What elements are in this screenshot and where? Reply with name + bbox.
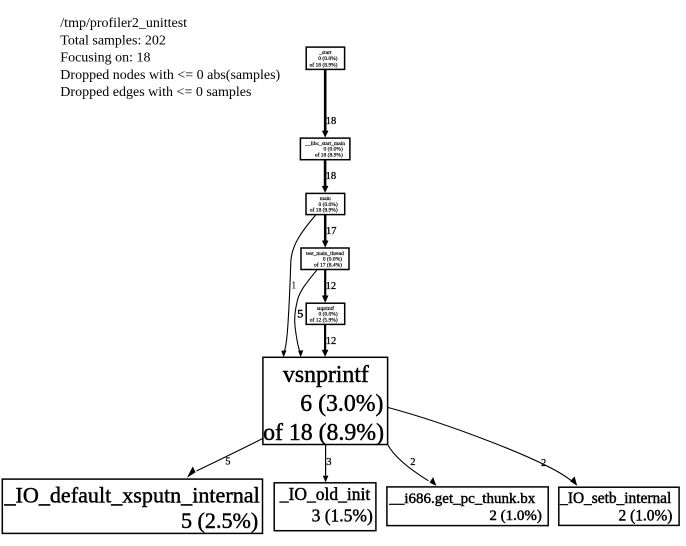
svg-text:0 (0.0%): 0 (0.0%) [318, 55, 337, 62]
svg-text:Dropped edges with <= 0 sample: Dropped edges with <= 0 samples [60, 85, 251, 100]
svg-text:of 17 (8.4%): of 17 (8.4%) [314, 261, 342, 268]
svg-text:12: 12 [326, 281, 337, 292]
svg-text:2 (1.0%): 2 (1.0%) [489, 508, 542, 524]
svg-text:1: 1 [291, 281, 296, 292]
svg-text:snprintf: snprintf [317, 305, 334, 312]
svg-text:of 18 (8.9%): of 18 (8.9%) [310, 61, 338, 68]
svg-text:vsnprintf: vsnprintf [283, 362, 369, 388]
svg-text:0 (0.0%): 0 (0.0%) [324, 146, 343, 153]
svg-text:3: 3 [326, 457, 331, 468]
svg-text:12: 12 [326, 336, 337, 347]
svg-text:of 12 (5.9%): of 12 (5.9%) [310, 316, 338, 323]
svg-text:5 (2.5%): 5 (2.5%) [181, 508, 258, 533]
svg-text:of 18 (8.9%): of 18 (8.9%) [310, 207, 338, 214]
svg-text:6 (3.0%): 6 (3.0%) [300, 391, 383, 417]
svg-text:_IO_default_xsputn_internal: _IO_default_xsputn_internal [3, 483, 259, 508]
svg-text:of 18 (8.9%): of 18 (8.9%) [263, 420, 384, 446]
svg-text:18: 18 [326, 171, 337, 182]
svg-text:0 (0.0%): 0 (0.0%) [323, 256, 342, 263]
svg-text:18: 18 [326, 116, 337, 127]
svg-text:0 (0.0%): 0 (0.0%) [318, 201, 337, 208]
svg-text:Focusing on: 18: Focusing on: 18 [60, 51, 150, 66]
svg-text:0 (0.0%): 0 (0.0%) [318, 311, 337, 318]
svg-text:Total samples: 202: Total samples: 202 [60, 34, 166, 49]
svg-text:test_main_thread: test_main_thread [306, 251, 344, 257]
svg-text:of 18 (8.9%): of 18 (8.9%) [315, 151, 343, 158]
svg-text:main: main [320, 196, 331, 202]
svg-text:17: 17 [326, 226, 337, 237]
svg-text:_start: _start [318, 50, 332, 56]
svg-text:__i686.get_pc_thunk.bx: __i686.get_pc_thunk.bx [388, 491, 535, 507]
svg-text:3 (1.5%): 3 (1.5%) [312, 505, 373, 525]
svg-text:/tmp/profiler2_unittest: /tmp/profiler2_unittest [60, 16, 187, 31]
svg-text:__libc_start_main: __libc_start_main [304, 141, 345, 147]
svg-text:_IO_old_init: _IO_old_init [279, 484, 371, 504]
svg-text:Dropped nodes with <= 0 abs(sa: Dropped nodes with <= 0 abs(samples) [60, 68, 280, 83]
svg-text:2 (1.0%): 2 (1.0%) [619, 507, 673, 524]
svg-text:_IO_setb_internal: _IO_setb_internal [559, 490, 671, 507]
svg-text:2: 2 [541, 458, 546, 469]
svg-text:5: 5 [297, 307, 303, 321]
svg-text:2: 2 [410, 457, 415, 468]
svg-text:5: 5 [225, 457, 230, 468]
